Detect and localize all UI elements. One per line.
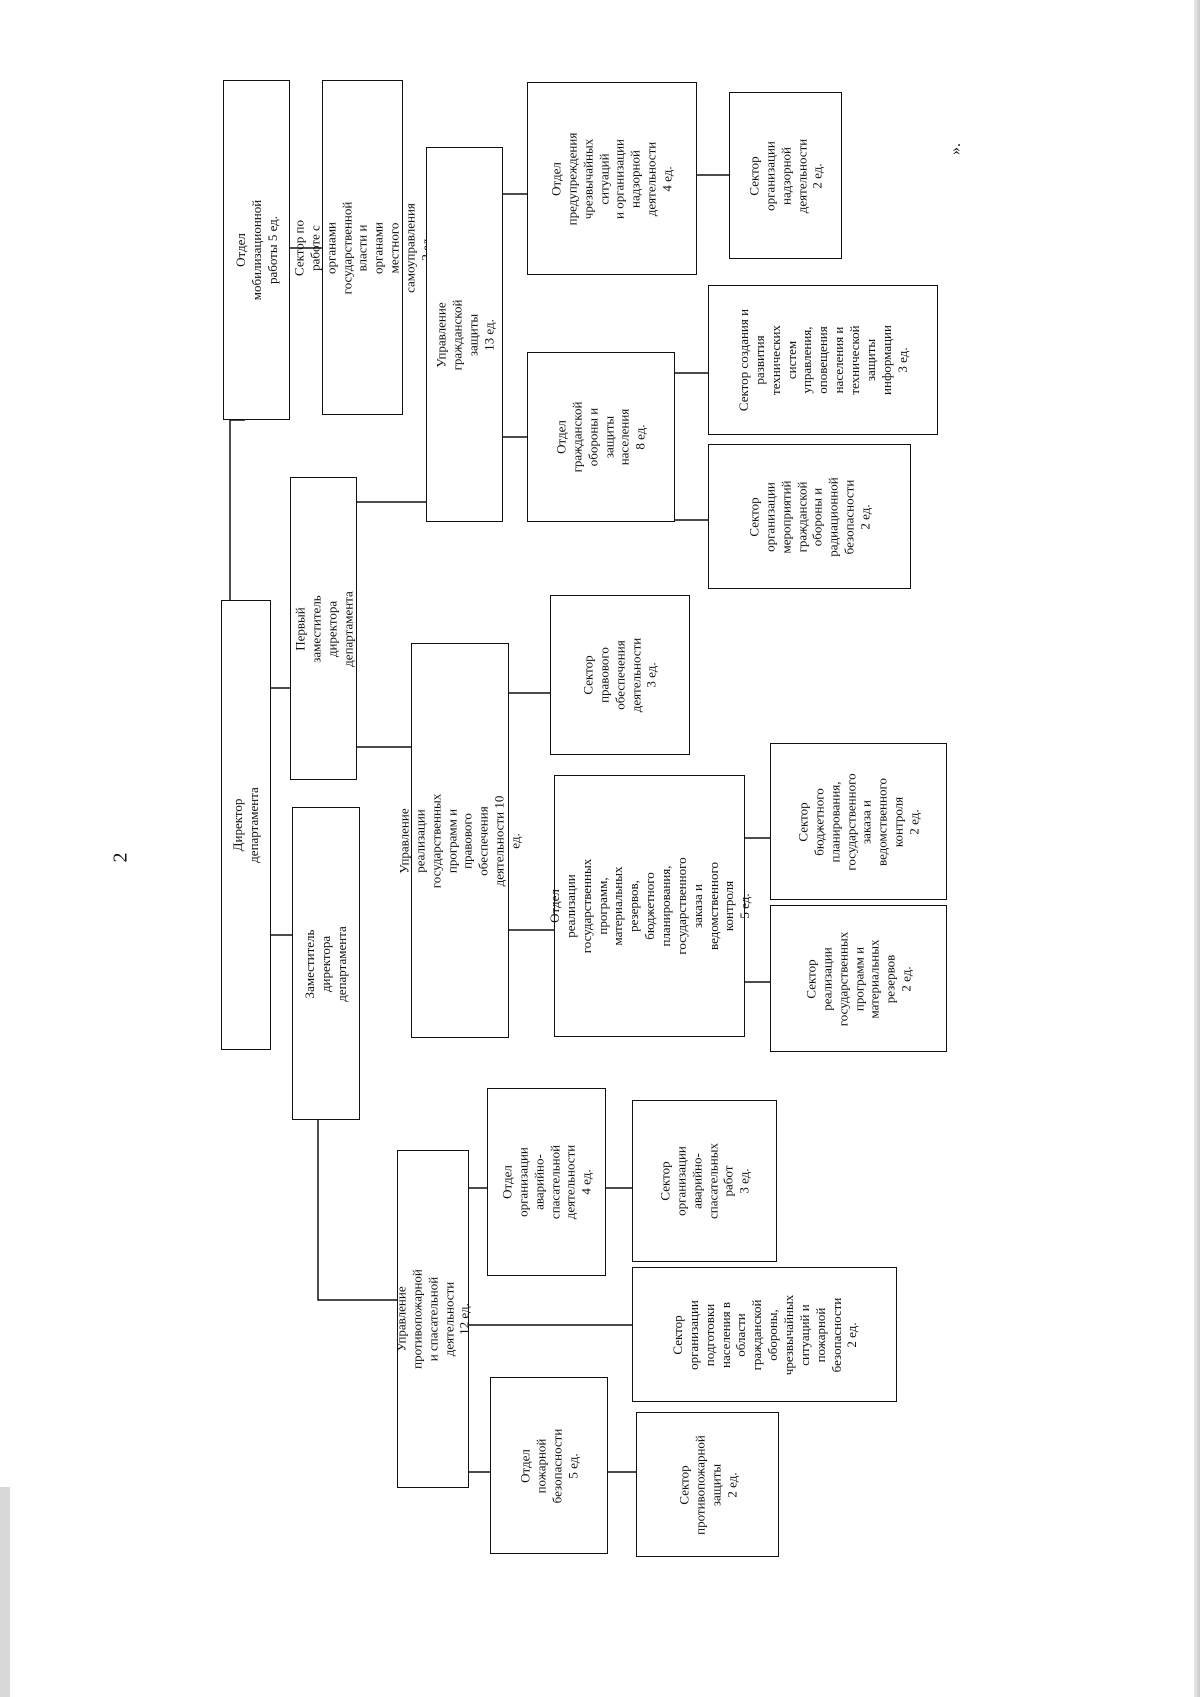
civil-defense-dept-label: Отдел гражданской обороны и защиты насел… (553, 401, 648, 473)
gov-programs-admin-label: Управление реализации государственных пр… (396, 793, 523, 888)
gov-relations-sector-box: Сектор по работе с органами государствен… (291, 80, 433, 415)
mobilization-dept-label: Отдел мобилизационной работы 5 ед. (232, 199, 280, 301)
gov-relations-sector-label: Сектор по работе с органами государствен… (291, 201, 433, 294)
rescue-sector-label: Сектор организации аварийно- спасательны… (656, 1143, 752, 1219)
tech-systems-sector-label: Сектор создания и развития технических с… (735, 308, 910, 412)
director-box: Директор департамента (221, 600, 271, 1050)
supervisory-sector-box: Сектор организации надзорной деятельност… (729, 92, 842, 259)
rescue-sector-box: Сектор организации аварийно- спасательны… (632, 1100, 777, 1262)
fire-protection-sector-box: Сектор противопожарной защиты 2 ед. (636, 1412, 779, 1557)
radiation-safety-sector-label: Сектор организации мероприятий гражданск… (746, 476, 873, 557)
fire-protection-sector-label: Сектор противопожарной защиты 2 ед. (675, 1434, 739, 1535)
connector (317, 1120, 397, 1301)
reserves-sector-box: Сектор реализации государственных програ… (770, 905, 947, 1052)
legal-sector-label: Сектор правового обеспечения деятельност… (580, 637, 659, 713)
gov-programs-dept-box: Отдел реализации государственных програм… (546, 775, 752, 1037)
page-edge-shadow (1194, 0, 1200, 1697)
emergency-prevention-dept-label: Отдел предупреждения чрезвычайных ситуац… (548, 132, 675, 225)
training-sector-box: Сектор организации подготовки населения … (632, 1267, 897, 1402)
first-deputy-label: Первый заместитель директора департамент… (291, 590, 355, 667)
director-label: Директор департамента (230, 787, 261, 863)
supervisory-sector-label: Сектор организации надзорной деятельност… (745, 138, 825, 213)
page-edge-shadow-left (0, 1487, 10, 1697)
tech-systems-sector-box: Сектор создания и развития технических с… (708, 285, 938, 435)
rescue-dept-label: Отдел организации аварийно-спасательной … (498, 1144, 594, 1220)
fire-rescue-admin-label: Управление противопожарной и спасательно… (393, 1269, 472, 1369)
fire-safety-dept-label: Отдел пожарной безопасности 5 ед. (517, 1428, 580, 1503)
radiation-safety-sector-box: Сектор организации мероприятий гражданск… (708, 444, 911, 589)
legal-sector-box: Сектор правового обеспечения деятельност… (550, 595, 690, 755)
connector (229, 419, 245, 600)
civil-defense-dept-box: Отдел гражданской обороны и защиты насел… (527, 352, 675, 522)
reserves-sector-label: Сектор реализации государственных програ… (802, 931, 914, 1026)
fire-safety-dept-box: Отдел пожарной безопасности 5 ед. (490, 1377, 608, 1554)
deputy-box: Заместитель директора департамента (292, 807, 360, 1120)
budget-sector-box: Сектор бюджетного планирования, государс… (770, 743, 947, 900)
emergency-prevention-dept-box: Отдел предупреждения чрезвычайных ситуац… (527, 82, 697, 275)
budget-sector-label: Сектор бюджетного планирования, государс… (795, 772, 922, 871)
civil-defense-admin-box: Управление гражданской защиты 13 ед. (426, 147, 503, 522)
deputy-label: Заместитель директора департамента (302, 925, 349, 1002)
first-deputy-box: Первый заместитель директора департамент… (290, 477, 357, 780)
mobilization-dept-box: Отдел мобилизационной работы 5 ед. (223, 80, 290, 420)
rescue-dept-box: Отдел организации аварийно-спасательной … (487, 1088, 606, 1276)
fire-rescue-admin-box: Управление противопожарной и спасательно… (393, 1150, 472, 1488)
training-sector-label: Сектор организации подготовки населения … (669, 1294, 859, 1375)
gov-programs-dept-label: Отдел реализации государственных програм… (546, 857, 752, 955)
gov-programs-admin-box: Управление реализации государственных пр… (397, 643, 523, 1038)
civil-defense-admin-label: Управление гражданской защиты 13 ед. (432, 299, 496, 370)
